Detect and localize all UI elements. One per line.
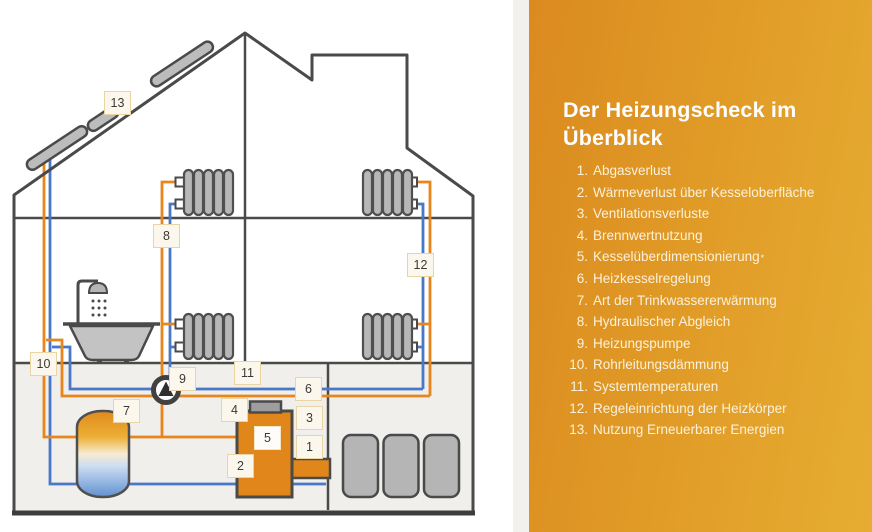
shower-head-icon xyxy=(87,281,109,294)
diagram-label-2: 2 xyxy=(227,454,254,478)
radiator-ground-right xyxy=(361,312,418,361)
legend-item-2: 2.Wärmeverlust über Kesseloberfläche xyxy=(576,184,815,200)
storage-units xyxy=(341,433,461,499)
diagram-label-11: 11 xyxy=(234,361,261,385)
legend-item-7: 7.Art der Trinkwassererwärmung xyxy=(576,292,777,308)
legend-item-10: 10.Rohrleitungsdämmung xyxy=(569,357,729,373)
diagram-label-6: 6 xyxy=(295,377,322,401)
legend-item-9: 9.Heizungspumpe xyxy=(576,335,691,351)
water-drops xyxy=(91,299,107,317)
shower xyxy=(76,279,109,324)
footnote-mark: * xyxy=(760,253,765,264)
house-diagram: 1 2 3 4 5 6 7 8 9 10 11 12 13 xyxy=(12,31,475,516)
legend-item-1: 1.Abgasverlust xyxy=(576,163,672,178)
diagram-label-4: 4 xyxy=(221,398,248,422)
diagram-label-7: 7 xyxy=(113,399,140,423)
bathtub xyxy=(63,322,160,363)
panel-divider xyxy=(513,0,529,532)
hot-water-tank xyxy=(75,409,131,499)
heizungscheck-legend: 1.Abgasverlust 2.Wärmeverlust über Kesse… xyxy=(529,163,872,444)
diagram-label-13: 13 xyxy=(104,91,131,115)
legend-item-12: 12.Regeleinrichtung der Heizkörper xyxy=(569,400,787,416)
diagram-label-8: 8 xyxy=(153,224,180,248)
house-outline xyxy=(12,31,475,511)
page-title: Der Heizungscheck im Überblick xyxy=(563,96,796,152)
solar-collectors xyxy=(25,40,215,172)
overview-panel: Der Heizungscheck im Überblick 1.Abgasve… xyxy=(529,0,872,532)
radiator-upper-left xyxy=(174,168,235,217)
page-title-line2: Überblick xyxy=(563,126,663,150)
radiator-ground-left xyxy=(174,312,235,361)
radiator-upper-right xyxy=(361,168,418,217)
legend-item-3: 3.Ventilationsverluste xyxy=(576,206,710,222)
boiler-cap xyxy=(248,400,283,414)
flue-duct xyxy=(288,457,332,480)
boiler xyxy=(235,400,332,499)
diagram-label-3: 3 xyxy=(296,406,323,430)
legend-item-5: 5.Kesselüberdimensionierung* xyxy=(576,249,765,265)
diagram-label-12: 12 xyxy=(407,253,434,277)
diagram-label-1: 1 xyxy=(296,435,323,459)
legend-item-11: 11.Systemtemperaturen xyxy=(570,378,719,394)
legend-item-6: 6.Heizkesselregelung xyxy=(576,270,711,286)
legend-item-4: 4.Brennwertnutzung xyxy=(576,227,703,243)
diagram-label-10: 10 xyxy=(30,352,57,376)
house-diagram-svg xyxy=(12,31,475,516)
hot-water-pipes xyxy=(42,157,432,439)
legend-item-13: 13.Nutzung Erneuerbarer Energien xyxy=(569,422,785,438)
diagram-label-9: 9 xyxy=(169,367,196,391)
legend-item-8: 8.Hydraulischer Abgleich xyxy=(576,314,731,330)
page-title-line1: Der Heizungscheck im xyxy=(563,98,797,122)
diagram-label-5: 5 xyxy=(254,426,281,450)
